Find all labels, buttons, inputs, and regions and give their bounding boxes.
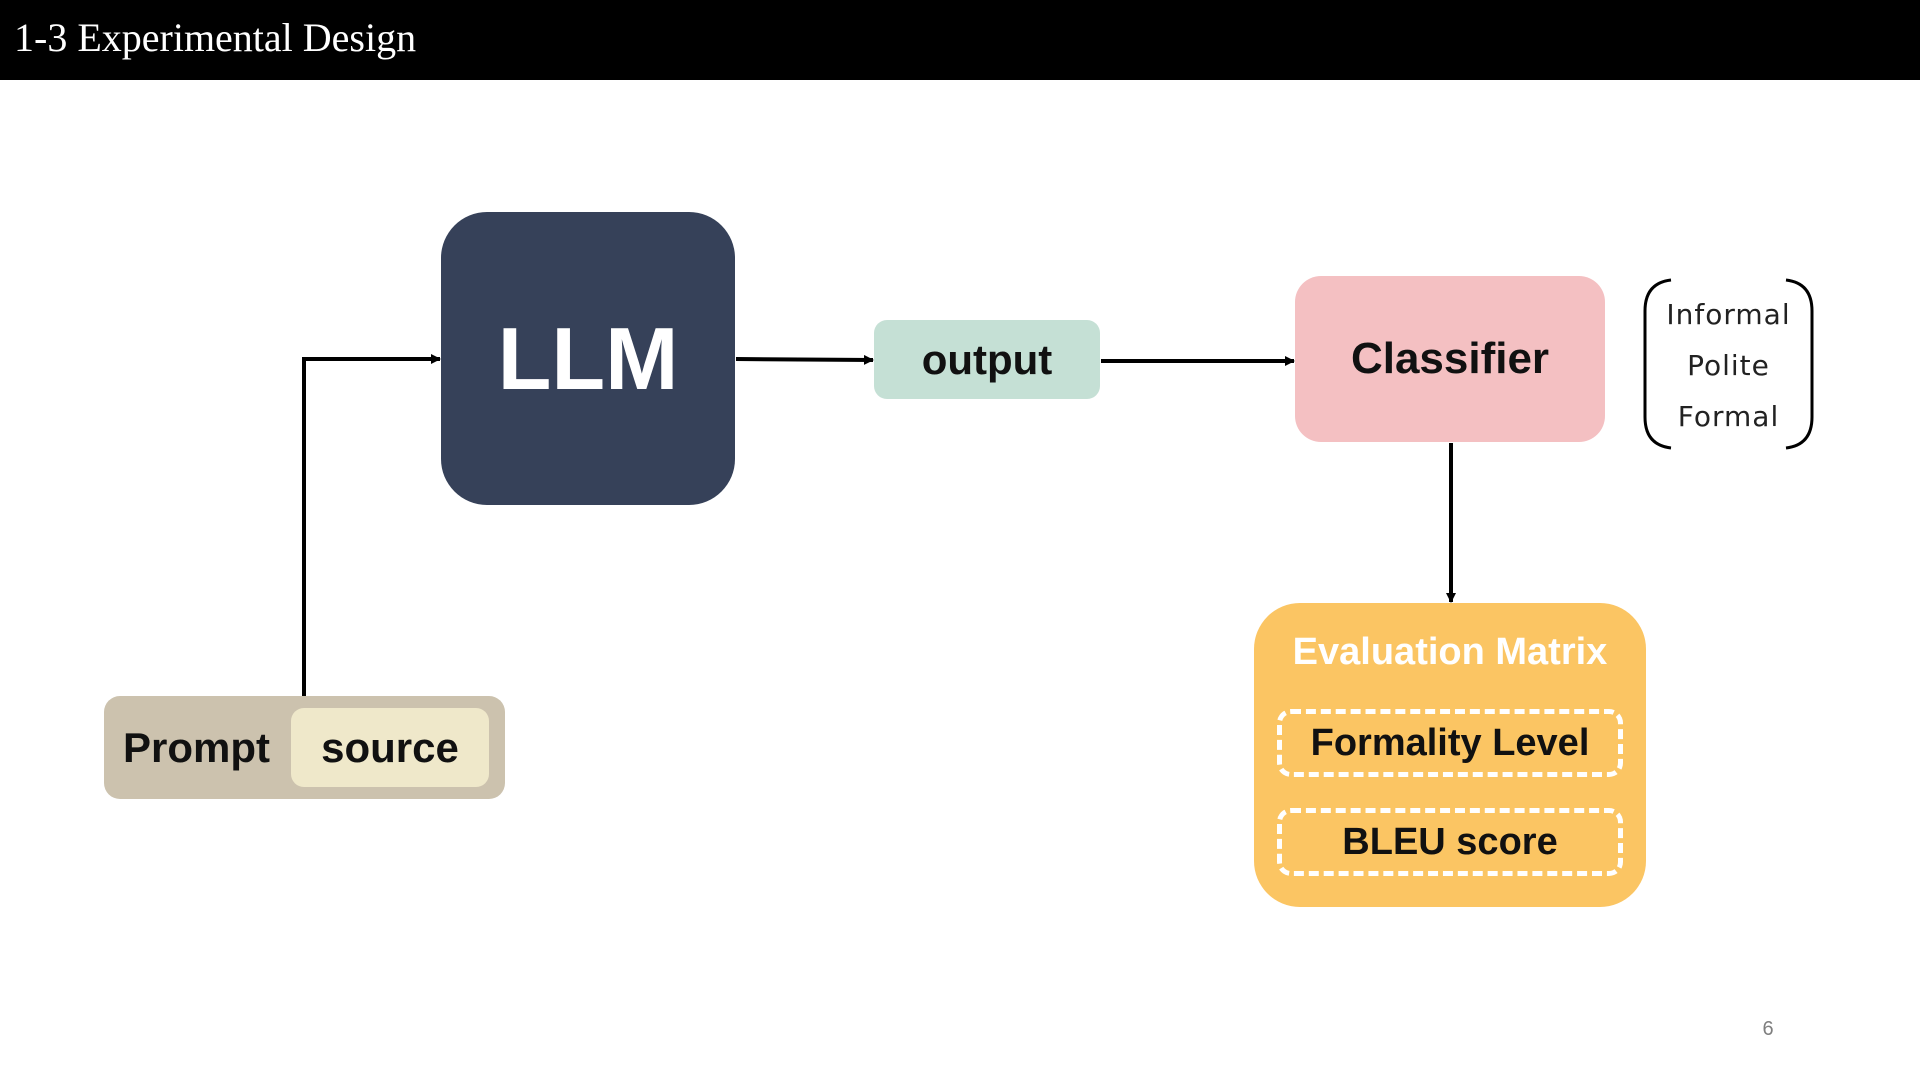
label-polite: Polite bbox=[1687, 349, 1770, 382]
title-bar: 1-3 Experimental Design bbox=[0, 0, 1920, 80]
slide-title: 1-3 Experimental Design bbox=[14, 15, 417, 60]
output-node: output bbox=[874, 320, 1100, 399]
arrow-prompt-to-llm bbox=[302, 354, 441, 696]
source-node: source bbox=[291, 708, 489, 787]
formality-level-item: Formality Level bbox=[1277, 709, 1623, 777]
arrow-llm-to-output bbox=[735, 354, 874, 365]
page-number: 6 bbox=[1762, 1018, 1774, 1040]
llm-node: LLM bbox=[441, 212, 735, 505]
label-informal: Informal bbox=[1666, 298, 1791, 331]
bleu-score-item: BLEU score bbox=[1277, 808, 1623, 876]
classifier-node: Classifier bbox=[1295, 276, 1605, 442]
evaluation-matrix-title: Evaluation Matrix bbox=[1292, 631, 1608, 673]
prompt-node: Prompt source bbox=[104, 696, 505, 799]
prompt-label: Prompt bbox=[123, 723, 270, 771]
evaluation-matrix-node: Evaluation Matrix Formality Level BLEU s… bbox=[1254, 603, 1646, 907]
classifier-label-list: Informal Polite Formal bbox=[1641, 289, 1816, 442]
label-bracket bbox=[1643, 278, 1814, 450]
label-formal: Formal bbox=[1677, 400, 1780, 433]
